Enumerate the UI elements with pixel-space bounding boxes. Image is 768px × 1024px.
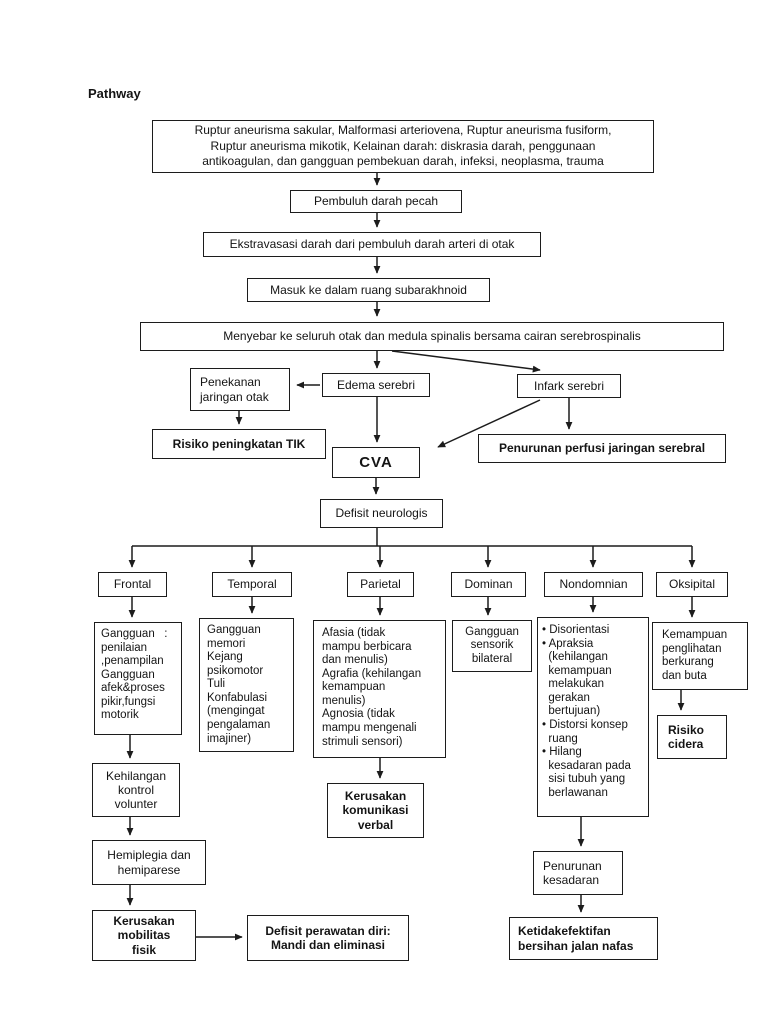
- node-ketidakefektifan-nafas: Ketidakefektifan bersihan jalan nafas: [509, 917, 658, 960]
- node-risiko-cidera: Risiko cidera: [657, 715, 727, 759]
- node-lobe-nondomnian: Nondomnian: [544, 572, 643, 597]
- node-dominan-effects: Gangguan sensorik bilateral: [452, 620, 532, 672]
- node-kerusakan-mobilitas: Kerusakan mobilitas fisik: [92, 910, 196, 961]
- node-lobe-dominan: Dominan: [451, 572, 526, 597]
- node-nondomnian-effects: • Disorientasi • Apraksia (kehilangan ke…: [537, 617, 649, 817]
- node-frontal-effects: Gangguan : penilaian ,penampilan Ganggua…: [94, 622, 182, 735]
- node-penekanan-jaringan-otak: Penekanan jaringan otak: [190, 368, 290, 411]
- node-parietal-effects: Afasia (tidak mampu berbicara dan menuli…: [313, 620, 446, 758]
- node-penurunan-kesadaran: Penurunan kesadaran: [533, 851, 623, 895]
- node-lobe-oksipital: Oksipital: [656, 572, 728, 597]
- node-causes: Ruptur aneurisma sakular, Malformasi art…: [152, 120, 654, 173]
- node-temporal-effects: Gangguan memori Kejang psikomotor Tuli K…: [199, 618, 294, 752]
- node-risiko-peningkatan-tik: Risiko peningkatan TIK: [152, 429, 326, 459]
- node-lobe-frontal: Frontal: [98, 572, 167, 597]
- node-kerusakan-komunikasi: Kerusakan komunikasi verbal: [327, 783, 424, 838]
- node-kehilangan-kontrol: Kehilangan kontrol volunter: [92, 763, 180, 817]
- node-penurunan-perfusi: Penurunan perfusi jaringan serebral: [478, 434, 726, 463]
- node-lobe-temporal: Temporal: [212, 572, 292, 597]
- node-oksipital-effects: Kemampuan penglihatan berkurang dan buta: [652, 622, 748, 690]
- node-cva: CVA: [332, 447, 420, 478]
- node-defisit-neurologis: Defisit neurologis: [320, 499, 443, 528]
- page-title: Pathway: [88, 86, 141, 101]
- node-pembuluh-darah-pecah: Pembuluh darah pecah: [290, 190, 462, 213]
- node-menyebar: Menyebar ke seluruh otak dan medula spin…: [140, 322, 724, 351]
- node-masuk-subarakhnoid: Masuk ke dalam ruang subarakhnoid: [247, 278, 490, 302]
- node-ekstravasasi: Ekstravasasi darah dari pembuluh darah a…: [203, 232, 541, 257]
- node-infark-serebri: Infark serebri: [517, 374, 621, 398]
- node-lobe-parietal: Parietal: [347, 572, 414, 597]
- node-defisit-perawatan: Defisit perawatan diri: Mandi dan elimin…: [247, 915, 409, 961]
- node-hemiplegia: Hemiplegia dan hemiparese: [92, 840, 206, 885]
- node-edema-serebri: Edema serebri: [322, 373, 430, 397]
